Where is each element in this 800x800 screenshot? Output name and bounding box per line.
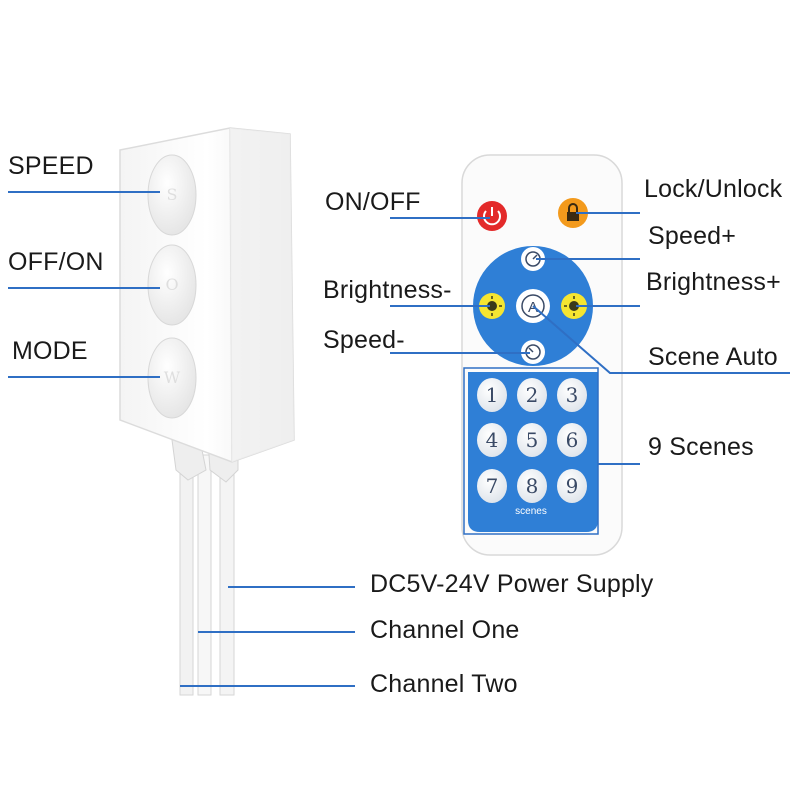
label-speed-minus: Speed- bbox=[323, 326, 405, 354]
scene-number-label: 4 bbox=[486, 428, 499, 452]
scene-number-label: 7 bbox=[486, 474, 499, 498]
label-power-supply: DC5V-24V Power Supply bbox=[370, 570, 654, 598]
scene-number-buttons: 1 2 3 4 5 6 7 8 9 bbox=[477, 378, 587, 503]
scene-button-3[interactable]: 3 bbox=[557, 378, 587, 412]
controller-box bbox=[119, 127, 295, 463]
scene-number-label: 5 bbox=[526, 428, 539, 452]
scene-number-label: 8 bbox=[526, 474, 539, 498]
label-brightness-plus: Brightness+ bbox=[646, 268, 781, 296]
label-on-off: ON/OFF bbox=[325, 188, 421, 216]
controller-speed-button[interactable] bbox=[147, 154, 197, 236]
pointer-lines bbox=[8, 191, 790, 687]
scene-button-4[interactable]: 4 bbox=[477, 423, 507, 457]
controller-button-glyph: S bbox=[167, 185, 178, 204]
scene-highlight-box bbox=[463, 367, 599, 535]
label-mode: MODE bbox=[12, 337, 88, 365]
label-speed: SPEED bbox=[8, 152, 94, 180]
scene-number-label: 3 bbox=[566, 383, 579, 407]
scene-number-label: 6 bbox=[566, 428, 579, 452]
controller-button-glyph: O bbox=[165, 275, 178, 294]
scene-number-label: 2 bbox=[526, 383, 539, 407]
scene-button-9[interactable]: 9 bbox=[557, 469, 587, 503]
scene-button-1[interactable]: 1 bbox=[477, 378, 507, 412]
scene-button-7[interactable]: 7 bbox=[477, 469, 507, 503]
power-button[interactable] bbox=[477, 201, 507, 231]
scene-number-label: 9 bbox=[566, 474, 579, 498]
scene-button-6[interactable]: 6 bbox=[557, 423, 587, 457]
scene-button-2[interactable]: 2 bbox=[517, 378, 547, 412]
label-off-on: OFF/ON bbox=[8, 248, 104, 276]
controller-off-on-button[interactable] bbox=[147, 244, 197, 326]
scenes-caption: scenes bbox=[515, 506, 547, 517]
scene-button-5[interactable]: 5 bbox=[517, 423, 547, 457]
brightness-minus-button[interactable] bbox=[479, 293, 505, 319]
label-speed-plus: Speed+ bbox=[648, 222, 737, 250]
label-channel-one: Channel One bbox=[370, 616, 520, 644]
scene-number-label: 1 bbox=[486, 383, 499, 407]
controller-button-glyph: W bbox=[164, 368, 181, 387]
label-brightness-minus: Brightness- bbox=[323, 276, 452, 304]
cables bbox=[171, 439, 239, 696]
label-nine-scenes: 9 Scenes bbox=[648, 433, 754, 461]
scene-button-8[interactable]: 8 bbox=[517, 469, 547, 503]
lock-button[interactable] bbox=[558, 198, 588, 228]
auto-glyph: A bbox=[528, 299, 538, 316]
brightness-plus-button[interactable] bbox=[561, 293, 587, 319]
label-channel-two: Channel Two bbox=[370, 670, 518, 698]
label-lock-unlock: Lock/Unlock bbox=[644, 175, 783, 203]
label-scene-auto: Scene Auto bbox=[648, 343, 778, 371]
